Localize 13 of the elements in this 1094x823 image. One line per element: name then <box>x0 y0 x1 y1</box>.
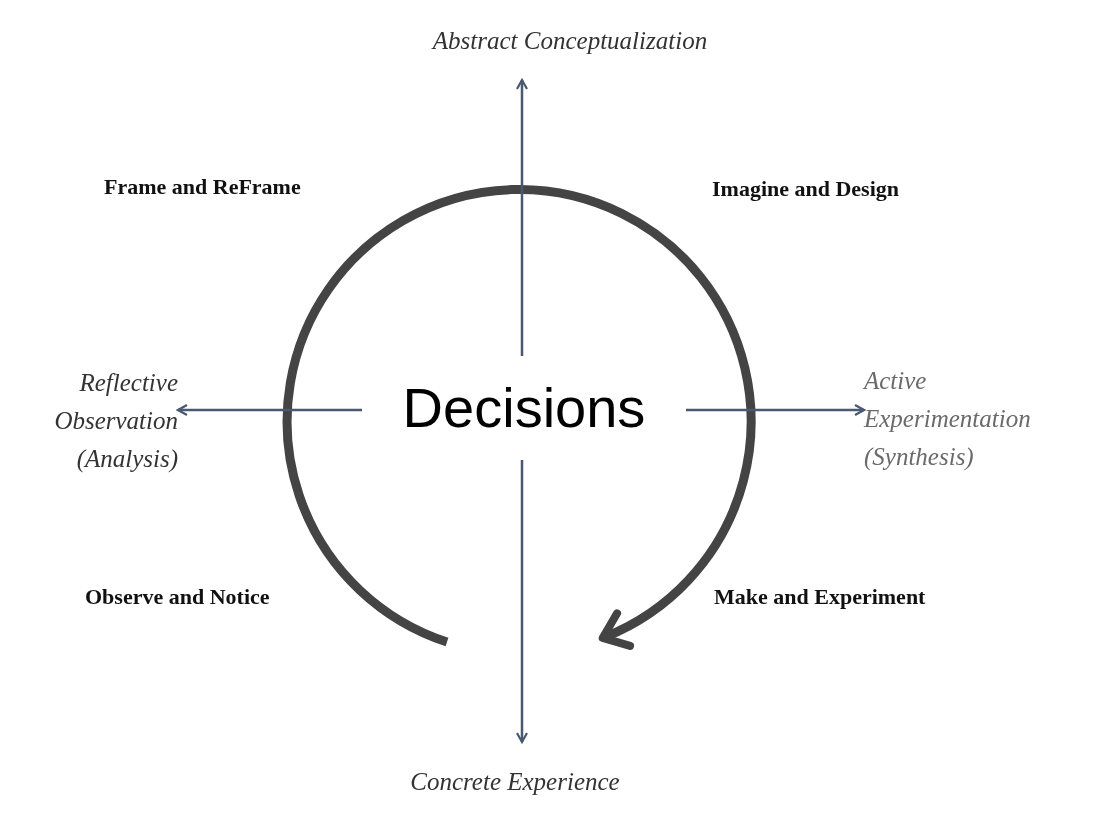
stage-label: Frame and ReFrame <box>104 174 301 200</box>
arrow <box>515 78 529 356</box>
arrow <box>176 403 362 417</box>
stage-label: Imagine and Design <box>712 176 900 202</box>
arrow <box>515 460 529 744</box>
center-label: Decisions <box>402 376 646 440</box>
axis-label: Abstract Conceptualization <box>432 26 708 56</box>
arrow <box>686 403 866 417</box>
stage-label: Make and Experiment <box>714 584 926 610</box>
axis-label: Concrete Experience <box>410 767 620 797</box>
axis-label: Reflective Observation (Analysis) <box>53 368 178 474</box>
axis-label: Active Experimentation (Synthesis) <box>864 366 1032 473</box>
stage-label: Observe and Notice <box>85 584 270 610</box>
